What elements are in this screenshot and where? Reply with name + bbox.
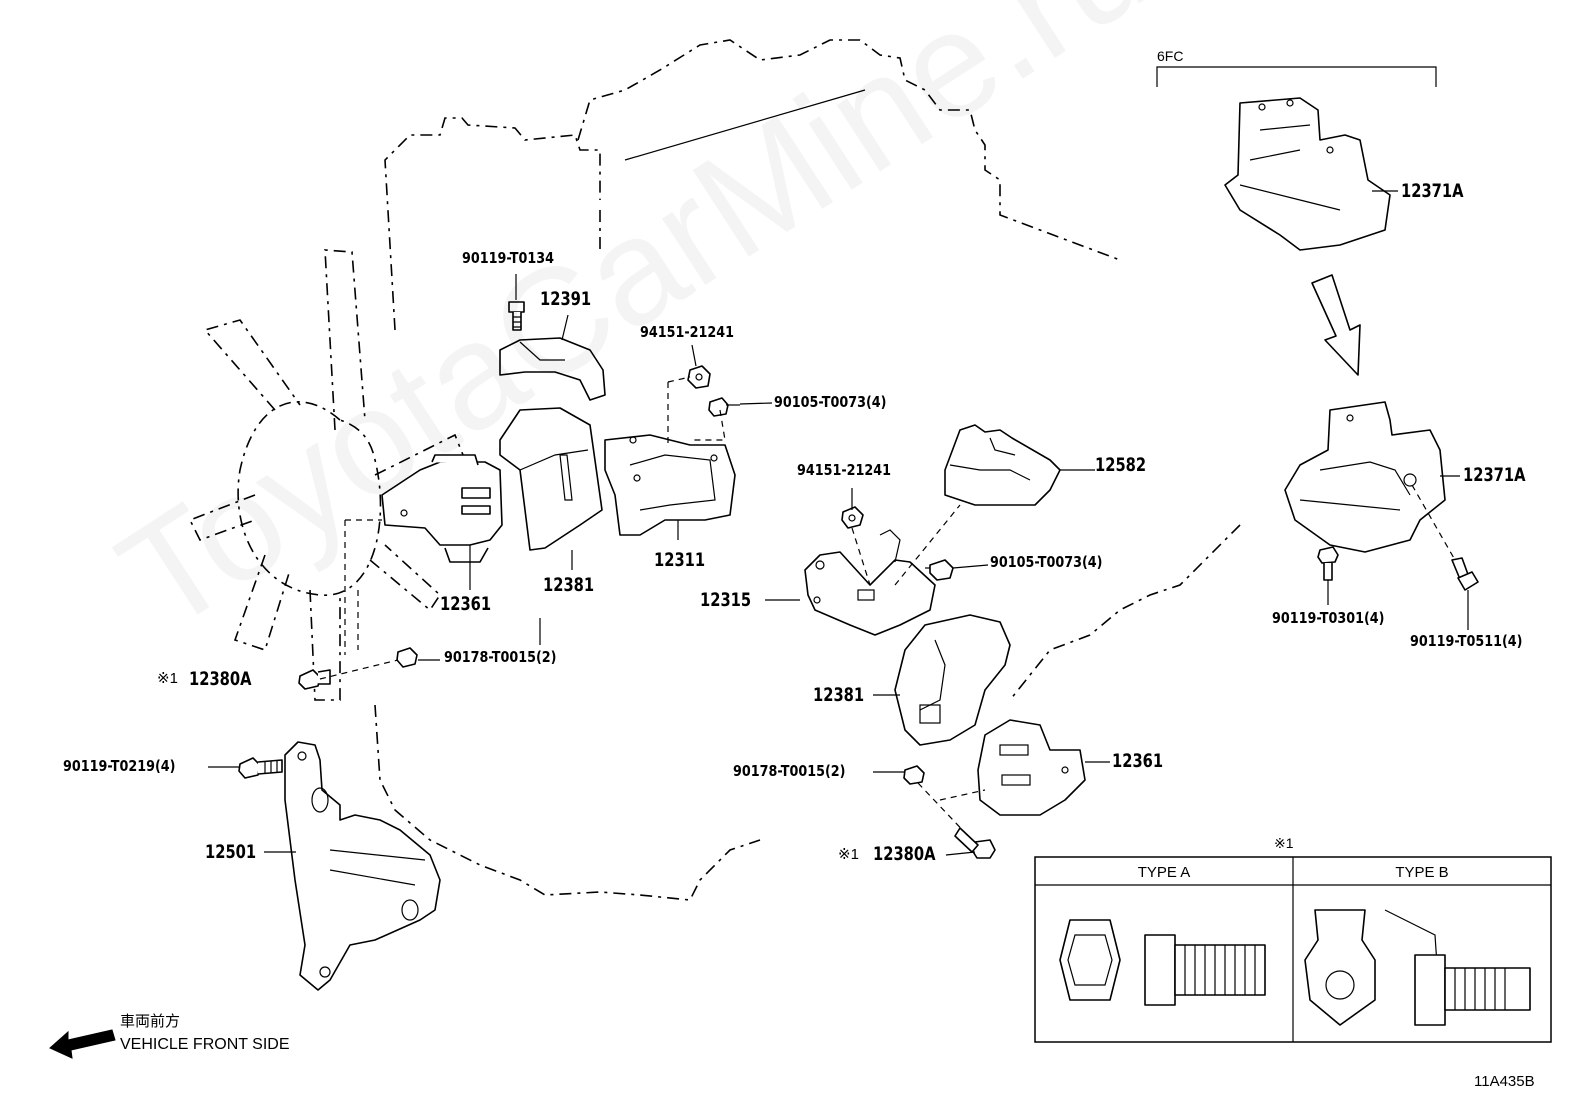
label-90119-T0219[interactable]: 90119-T0219(4) — [63, 757, 176, 775]
nut-94151-a-shape — [687, 365, 711, 389]
group-label-6fc: 6FC — [1157, 48, 1184, 64]
part-12371A-top-shape — [1224, 97, 1391, 251]
bolt-12380A-a-shape — [298, 669, 331, 690]
part-12381-left-shape — [499, 407, 603, 551]
bolt-90119-T0511-shape — [1451, 557, 1479, 591]
label-12380A-a[interactable]: 12380A — [189, 668, 252, 690]
part-12501-shape — [284, 741, 441, 991]
label-12311[interactable]: 12311 — [654, 549, 706, 571]
note-table-frame — [1034, 856, 1552, 1043]
label-12371A-top[interactable]: 12371A — [1401, 180, 1464, 202]
type-a-bolt-icon — [1059, 919, 1266, 1006]
label-94151-21241-a[interactable]: 94151-21241 — [640, 323, 735, 341]
part-12391-shape — [499, 337, 606, 401]
label-12361-left[interactable]: 12361 — [440, 593, 492, 615]
group-6fc-bracket — [1156, 66, 1437, 87]
front-side-jp: 車両前方 — [120, 1013, 181, 1030]
nut-90178-b-shape — [903, 765, 925, 785]
engine-outline — [374, 39, 1241, 901]
type-b-bolt-icon — [1304, 909, 1531, 1026]
front-side-en: VEHICLE FRONT SIDE — [120, 1036, 290, 1053]
part-12381-right-shape — [894, 614, 1011, 746]
label-90105-T0073-a[interactable]: 90105-T0073(4) — [774, 393, 887, 411]
part-12311-shape — [604, 434, 736, 536]
bolt-90105-a-shape — [708, 397, 740, 417]
note-mark-a: ※1 — [157, 670, 178, 687]
label-12381-right[interactable]: 12381 — [813, 684, 865, 706]
label-12391[interactable]: 12391 — [540, 288, 592, 310]
label-12380A-b[interactable]: 12380A — [873, 843, 936, 865]
note-mark-b: ※1 — [838, 846, 859, 863]
label-12582[interactable]: 12582 — [1095, 454, 1147, 476]
label-12381-left[interactable]: 12381 — [543, 574, 595, 596]
leader-lines — [208, 190, 1469, 856]
note-table-type-b: TYPE B — [1395, 864, 1449, 881]
nut-94151-b-shape — [841, 506, 864, 529]
label-94151-21241-b[interactable]: 94151-21241 — [797, 461, 892, 479]
part-12315-shape — [804, 529, 936, 636]
note-table-mark: ※1 — [1274, 835, 1294, 851]
direction-arrow — [1311, 274, 1361, 376]
label-12315[interactable]: 12315 — [700, 589, 752, 611]
front-arrow-icon — [49, 1029, 116, 1059]
part-12361-right-shape — [977, 719, 1086, 816]
bolt-90105-b-shape — [925, 559, 954, 581]
label-90105-T0073-b[interactable]: 90105-T0073(4) — [990, 553, 1103, 571]
label-90119-T0301[interactable]: 90119-T0301(4) — [1272, 609, 1385, 627]
nut-90178-a-shape — [396, 647, 418, 668]
label-90178-T0015-b[interactable]: 90178-T0015(2) — [733, 762, 846, 780]
label-12361-right[interactable]: 12361 — [1112, 750, 1164, 772]
diagram-id: 11A435B — [1474, 1073, 1535, 1090]
label-90178-T0015-a[interactable]: 90178-T0015(2) — [444, 648, 557, 666]
label-90119-T0511[interactable]: 90119-T0511(4) — [1410, 632, 1523, 650]
part-12371A-bottom-shape — [1284, 401, 1446, 553]
assembly-dash-lines — [319, 376, 1456, 839]
note-table-type-a: TYPE A — [1137, 864, 1191, 881]
label-12501[interactable]: 12501 — [205, 841, 257, 863]
label-90119-T0134[interactable]: 90119-T0134 — [462, 249, 554, 267]
bolt-12380A-b-shape — [954, 827, 996, 859]
part-12582-shape — [944, 424, 1061, 506]
bolt-90119-T0134-shape — [508, 301, 525, 331]
bolt-90119-T0219-shape — [238, 757, 283, 779]
label-12371A-bottom[interactable]: 12371A — [1463, 464, 1526, 486]
part-12361-left-shape — [381, 454, 503, 563]
bolt-90119-T0301-shape — [1317, 546, 1339, 581]
